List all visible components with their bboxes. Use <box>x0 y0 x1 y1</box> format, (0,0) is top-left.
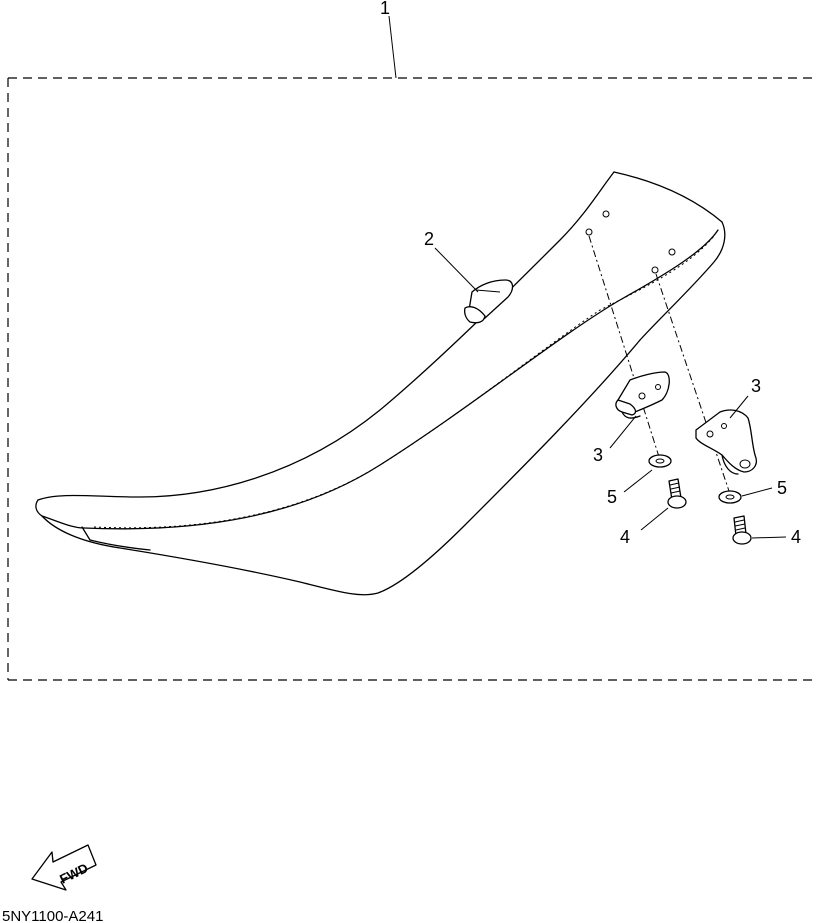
callout-washer-left: 5 <box>607 469 653 507</box>
callout-label-5-left: 5 <box>607 487 617 507</box>
callout-bolt-right: 4 <box>751 527 801 547</box>
callout-label-4-right: 4 <box>791 527 801 547</box>
bracket-left <box>615 371 670 419</box>
callout-bolt-left: 4 <box>620 507 669 547</box>
callout-label-1: 1 <box>380 0 390 18</box>
washer-left <box>648 454 672 468</box>
callout-label-5-right: 5 <box>777 478 787 498</box>
seat <box>35 171 726 596</box>
callout-assembly: 1 <box>380 0 397 79</box>
callout-bracket-left: 3 <box>593 415 637 465</box>
callout-strap: 2 <box>424 229 479 293</box>
callout-label-3-right: 3 <box>751 376 761 396</box>
fwd-arrow-icon: FWD <box>31 844 97 891</box>
mount-axis-left <box>588 235 661 461</box>
bolt-right <box>732 515 752 545</box>
mount-axis-right <box>655 273 731 495</box>
callout-label-2: 2 <box>424 229 434 249</box>
drawing-code: 5NY1100-A241 <box>2 908 103 923</box>
bolt-left <box>667 478 687 509</box>
callout-washer-right: 5 <box>741 478 787 498</box>
callout-bracket-right: 3 <box>729 376 761 419</box>
seat-strap <box>464 279 514 324</box>
callout-label-3-left: 3 <box>593 445 603 465</box>
assembly-boundary <box>7 77 816 681</box>
callout-label-4-left: 4 <box>620 527 630 547</box>
bracket-right <box>695 409 758 475</box>
washer-right <box>718 490 742 504</box>
